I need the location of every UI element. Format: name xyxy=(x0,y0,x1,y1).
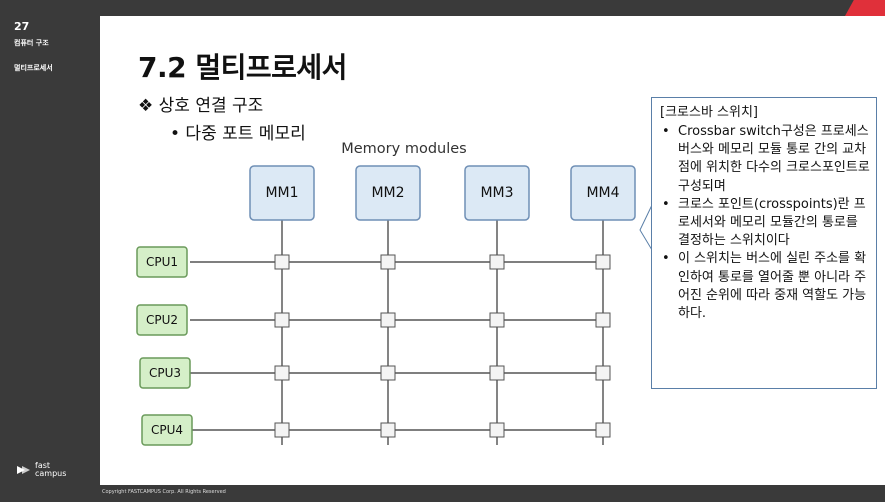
crosspoint-switch xyxy=(489,312,505,328)
callout-heading: [크로스바 스위치] xyxy=(660,105,758,120)
crosspoint-switch xyxy=(380,365,396,381)
memory-modules-label: Memory modules xyxy=(341,141,466,157)
slide-title: 7.2 멀티프로세서 xyxy=(138,51,347,84)
bullet-multiport-memory: • 다중 포트 메모리 xyxy=(170,124,306,144)
copyright-text: Copyright FASTCAMPUS Corp. All Rights Re… xyxy=(102,489,226,495)
logo-text: fast campus xyxy=(35,461,67,478)
cpu-box xyxy=(136,246,188,278)
top-bar xyxy=(100,0,885,16)
crosspoint-switch xyxy=(274,254,290,270)
callout-item: 크로스 포인트(crosspoints)란 프로세서와 메모리 모듈간의 통로를… xyxy=(660,196,870,251)
bullet-interconnect: ❖ 상호 연결 구조 xyxy=(138,96,264,116)
crosspoint-switch xyxy=(274,365,290,381)
crosspoint-switch xyxy=(380,312,396,328)
crosspoint-switch xyxy=(489,422,505,438)
sidebar: 27 컴퓨터 구조 멀티프로세서 fast campus xyxy=(0,0,100,502)
callout-item: Crossbar switch구성은 프로세스 버스와 메모리 모듈 통로 간의… xyxy=(660,123,870,196)
cpu-label: CPU4 xyxy=(151,423,183,437)
cpu-box xyxy=(139,357,191,389)
chapter-title: 멀티프로세서 xyxy=(14,64,53,72)
crosspoint-switch xyxy=(380,422,396,438)
course-title: 컴퓨터 구조 xyxy=(14,39,49,47)
memory-module-label: MM4 xyxy=(586,185,619,201)
crosspoint-switch xyxy=(595,422,611,438)
callout-item: 이 스위치는 버스에 실린 주소를 확인하여 통로를 열어줄 뿐 아니라 주어진… xyxy=(660,250,870,323)
memory-module-box xyxy=(464,165,530,221)
crosspoint-switch xyxy=(595,312,611,328)
cpu-box xyxy=(136,304,188,336)
memory-module-label: MM1 xyxy=(265,185,298,201)
bottom-bar xyxy=(100,485,885,502)
memory-module-box xyxy=(355,165,421,221)
memory-module-box xyxy=(249,165,315,221)
cpu-box xyxy=(141,414,193,446)
crosspoint-switch xyxy=(489,254,505,270)
cpu-label: CPU2 xyxy=(146,313,178,327)
accent-corner xyxy=(845,0,885,16)
memory-module-label: MM2 xyxy=(371,185,404,201)
crosspoint-switch xyxy=(274,312,290,328)
fastcampus-logo: fast campus xyxy=(16,462,66,478)
crosspoint-switch xyxy=(274,422,290,438)
memory-module-box xyxy=(570,165,636,221)
crossbar-callout: [크로스바 스위치] Crossbar switch구성은 프로세스 버스와 메… xyxy=(651,97,877,389)
crosspoint-switch xyxy=(595,365,611,381)
cpu-label: CPU1 xyxy=(146,255,178,269)
page-number: 27 xyxy=(14,20,30,33)
cpu-label: CPU3 xyxy=(149,366,181,380)
crosspoint-switch xyxy=(380,254,396,270)
crosspoint-switch xyxy=(595,254,611,270)
callout-list: Crossbar switch구성은 프로세스 버스와 메모리 모듈 통로 간의… xyxy=(660,123,870,323)
crosspoint-switch xyxy=(489,365,505,381)
memory-module-label: MM3 xyxy=(480,185,513,201)
fastcampus-logo-icon xyxy=(17,466,30,474)
